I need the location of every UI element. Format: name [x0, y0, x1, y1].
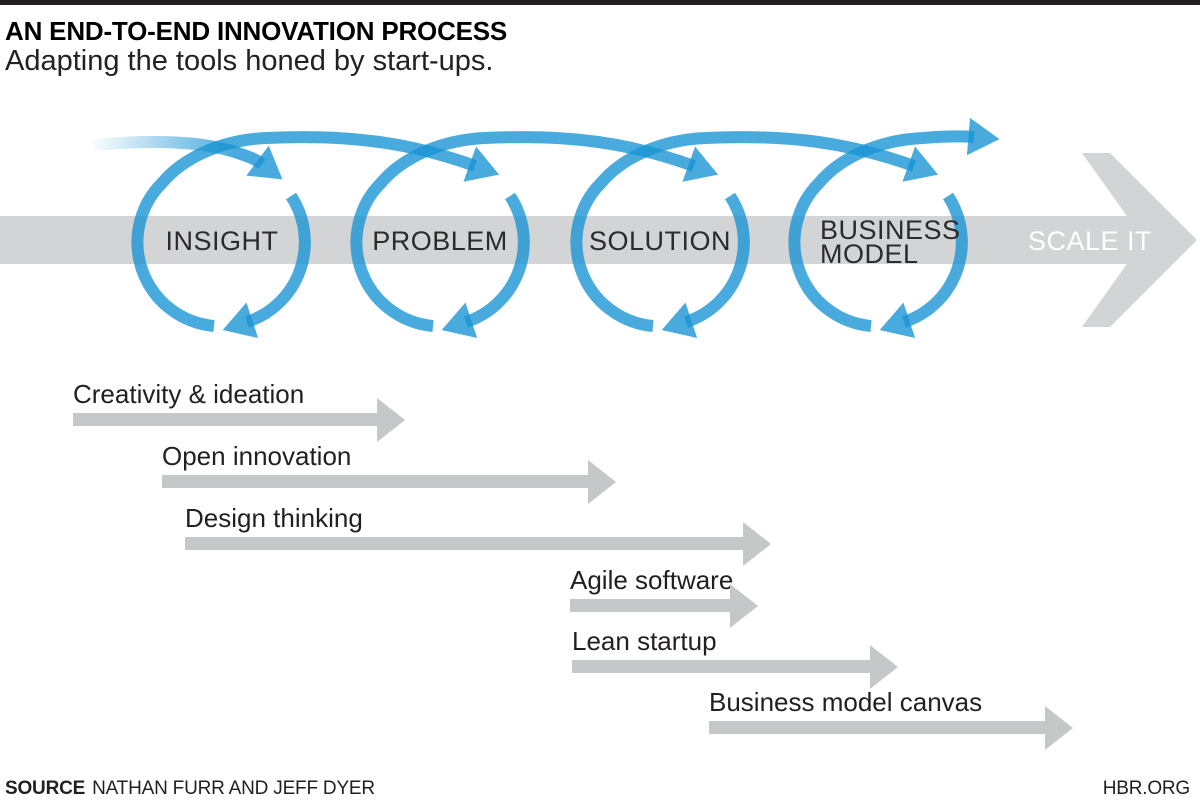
tool-arrow-agile-software: Agile software — [570, 565, 758, 628]
top-accent-bar — [0, 0, 1200, 5]
tool-arrow-design-thinking: Design thinking — [185, 503, 771, 566]
loop-swoosh-insight-to-problem — [131, 131, 500, 332]
loop-swoosh-solution-to-business — [570, 131, 939, 332]
tool-arrow-lean-startup: Lean startup — [572, 626, 898, 689]
tool-bar — [162, 459, 616, 504]
process-diagram: INSIGHT PROBLEM SOLUTION BUSINESS MODEL … — [0, 117, 1197, 339]
stage-label-problem: PROBLEM — [372, 226, 508, 256]
scale-arrowhead — [1082, 153, 1197, 327]
loop-swoosh-problem-to-solution — [350, 131, 719, 332]
tool-arrow-open-innovation: Open innovation — [162, 441, 616, 504]
stage-label-insight: INSIGHT — [165, 226, 278, 256]
stage-label-business: BUSINESS — [820, 215, 961, 245]
loop-circle-problem — [441, 192, 530, 339]
tool-arrowhead-icon — [730, 583, 758, 628]
stage-label-scale-it: SCALE IT — [1028, 226, 1152, 256]
loop-circle-solution — [661, 192, 750, 339]
tool-bar — [570, 583, 758, 628]
loop-circle-insight — [222, 192, 311, 339]
tool-arrowhead-icon — [1045, 705, 1073, 750]
footer-source: SOURCE NATHAN FURR AND JEFF DYER — [5, 778, 375, 800]
tool-arrow-business-model-canvas: Business model canvas — [709, 687, 1073, 750]
tool-bar — [73, 397, 405, 442]
tool-arrowhead-icon — [588, 459, 616, 504]
tool-label: Business model canvas — [709, 687, 983, 717]
tool-label: Open innovation — [162, 441, 352, 471]
source-label: SOURCE — [5, 778, 86, 799]
loop-circle-business-model — [879, 192, 968, 339]
stage-label-model: MODEL — [820, 239, 919, 269]
tool-arrow-creativity: Creativity & ideation — [73, 379, 405, 442]
tool-arrowhead-icon — [743, 521, 771, 566]
loop-swoosh-to-scale — [788, 117, 1000, 332]
tool-label: Lean startup — [572, 626, 717, 656]
tool-arrowhead-icon — [870, 644, 898, 689]
tool-bar — [572, 644, 898, 689]
source-names: NATHAN FURR AND JEFF DYER — [92, 778, 375, 799]
tool-bar — [709, 705, 1073, 750]
stage-label-solution: SOLUTION — [589, 226, 731, 256]
tool-arrowhead-icon — [377, 397, 405, 442]
tool-bar — [185, 521, 771, 566]
tool-label: Creativity & ideation — [73, 379, 305, 409]
footer: SOURCE NATHAN FURR AND JEFF DYER HBR.ORG — [5, 778, 1190, 800]
tool-label: Agile software — [570, 565, 734, 595]
tool-label: Design thinking — [185, 503, 363, 533]
chart-title: AN END-TO-END INNOVATION PROCESS — [5, 16, 508, 46]
hbr-org-text: HBR.ORG — [1102, 778, 1190, 799]
chart-subtitle: Adapting the tools honed by start-ups. — [5, 45, 494, 77]
